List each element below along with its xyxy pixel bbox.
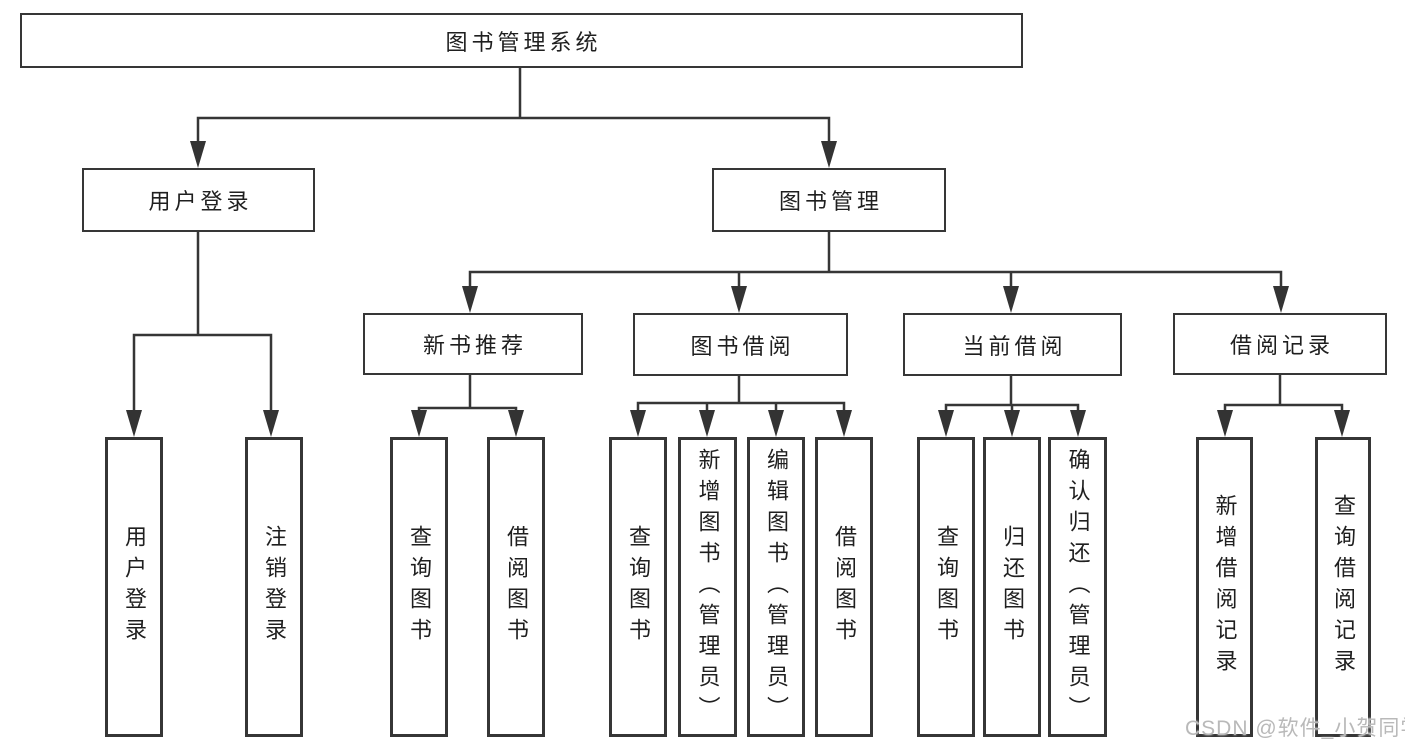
leaf-return-books: 归还图书 (983, 437, 1041, 737)
connector-current-borrowing-to-leaves (938, 375, 1086, 437)
node-user-login: 用户登录 (82, 168, 315, 232)
csdn-watermark: CSDN @软件_小贺同学 (1185, 717, 1405, 740)
arrowhead-icon (190, 141, 206, 168)
leaf-query-borrow-record: 查询借阅记录 (1315, 437, 1371, 737)
arrowhead-icon (508, 410, 524, 437)
leaf-add-borrow-record: 新增借阅记录 (1196, 437, 1253, 737)
arrowhead-icon (836, 410, 852, 437)
connector-user-login-to-leaves (126, 232, 279, 437)
arrowhead-icon (1004, 410, 1020, 437)
connector-borrowing-records-to-leaves (1217, 375, 1350, 437)
leaf-confirm-return-admin: 确认归还（管理员） (1048, 437, 1107, 737)
arrowhead-icon (1003, 286, 1019, 313)
connector-root-to-level2 (190, 68, 837, 168)
leaf-add-book-admin: 新增图书（管理员） (678, 437, 737, 737)
leaf-query-books-recommendation: 查询图书 (390, 437, 448, 737)
arrowhead-icon (411, 410, 427, 437)
arrowhead-icon (938, 410, 954, 437)
leaf-borrow-books: 借阅图书 (815, 437, 873, 737)
arrowhead-icon (768, 410, 784, 437)
leaf-borrow-books-recommendation: 借阅图书 (487, 437, 545, 737)
arrowhead-icon (1070, 410, 1086, 437)
node-book-borrowing: 图书借阅 (633, 313, 848, 376)
connector-new-book-recommendation-to-leaves (411, 375, 524, 437)
node-library-management-system: 图书管理系统 (20, 13, 1023, 68)
leaf-query-books-current: 查询图书 (917, 437, 975, 737)
arrowhead-icon (126, 410, 142, 437)
arrowhead-icon (699, 410, 715, 437)
arrowhead-icon (263, 410, 279, 437)
leaf-query-books-borrowing: 查询图书 (609, 437, 667, 737)
arrowhead-icon (1217, 410, 1233, 437)
leaf-logout-login: 注销登录 (245, 437, 303, 737)
connector-book-management-to-level3 (462, 232, 1289, 313)
node-borrowing-records: 借阅记录 (1173, 313, 1387, 375)
arrowhead-icon (462, 286, 478, 313)
leaf-edit-book-admin: 编辑图书（管理员） (747, 437, 805, 737)
node-new-book-recommendation: 新书推荐 (363, 313, 583, 375)
arrowhead-icon (1273, 286, 1289, 313)
arrowhead-icon (630, 410, 646, 437)
leaf-user-login: 用户登录 (105, 437, 163, 737)
arrowhead-icon (731, 286, 747, 313)
arrowhead-icon (821, 141, 837, 168)
connector-book-borrowing-to-leaves (630, 375, 852, 437)
arrowhead-icon (1334, 410, 1350, 437)
node-book-management: 图书管理 (712, 168, 946, 232)
node-current-borrowing: 当前借阅 (903, 313, 1122, 376)
